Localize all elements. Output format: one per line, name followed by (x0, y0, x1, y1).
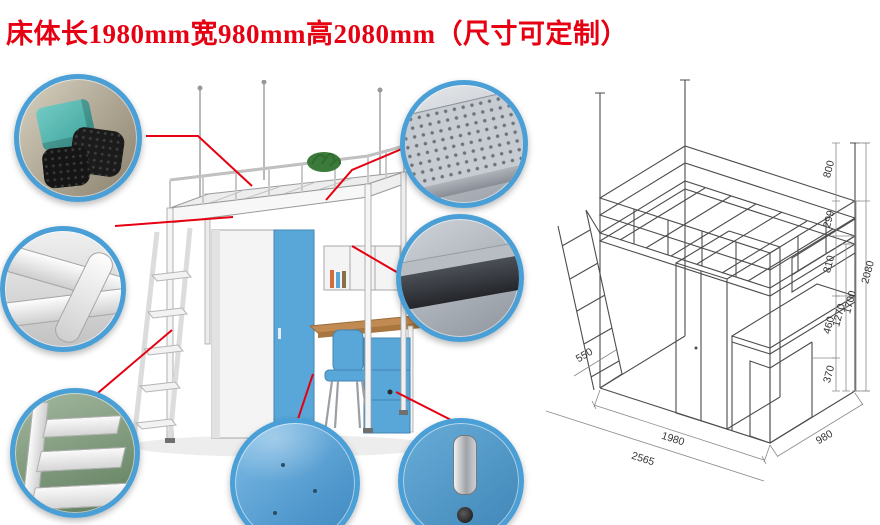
dim-label-2565: 2565 (630, 450, 656, 469)
panel-speck (273, 511, 277, 515)
hutch-shelf (323, 245, 401, 291)
panel-speck (281, 463, 285, 467)
dim-label-299: 299 (821, 209, 837, 229)
ladder-step (151, 270, 192, 282)
dimension-labels: 800 299 810 1270 1700 2080 460 370 550 1… (574, 159, 877, 468)
loft-bed-illustration (131, 80, 434, 457)
ladder-step-icon (42, 415, 122, 438)
ladder-step-icon (35, 446, 127, 473)
chair (323, 329, 371, 433)
callout-foot-pads (14, 74, 142, 202)
post-foot (165, 438, 175, 443)
chair-backrest (332, 329, 364, 373)
post-foot (399, 410, 408, 415)
post-foot (363, 428, 373, 433)
product-photo (112, 80, 434, 462)
callout-blue-panel (230, 418, 360, 525)
dimension-lines (545, 142, 870, 482)
plant (307, 152, 341, 172)
ladder (131, 227, 193, 441)
dim-label-980: 980 (814, 428, 835, 447)
chair-seat (324, 369, 370, 382)
book-spine (336, 272, 340, 288)
panel-speck (313, 489, 317, 493)
panel-sheen (235, 423, 335, 483)
book-spine (342, 271, 346, 288)
dim-label-370: 370 (821, 364, 837, 384)
dim-label-460: 460 (821, 315, 837, 335)
dim-label-550: 550 (574, 346, 595, 365)
callout-perforated-panel (400, 80, 528, 208)
door-handle (278, 328, 281, 339)
ladder-step-icon (29, 482, 131, 511)
cabinet-lock (387, 389, 393, 395)
callout-ladder-step (10, 388, 140, 518)
dim-label-2080: 2080 (859, 259, 877, 285)
wardrobe (211, 229, 315, 441)
dim-label-800: 800 (821, 159, 837, 179)
dimension-drawing: 800 299 810 1270 1700 2080 460 370 550 1… (545, 79, 877, 482)
dim-label-1270: 1270 (830, 302, 848, 328)
callout-lock-handle (398, 418, 524, 525)
callout-frame-tube (0, 226, 126, 352)
ladder-step (147, 307, 188, 319)
handle-icon (453, 435, 477, 495)
dim-label-1980: 1980 (660, 430, 686, 449)
book-spine (330, 270, 334, 288)
keyhole-icon (457, 507, 473, 523)
dim-label-1700: 1700 (841, 289, 859, 315)
rubber-pad-icon (41, 144, 91, 190)
ladder-step (134, 418, 177, 430)
callout-beam-corner (396, 214, 524, 342)
wireframe-bed (557, 79, 860, 444)
dim-label-810: 810 (821, 254, 837, 274)
page-title: 床体长1980mm宽980mm高2080mm（尺寸可定制） (6, 19, 628, 49)
